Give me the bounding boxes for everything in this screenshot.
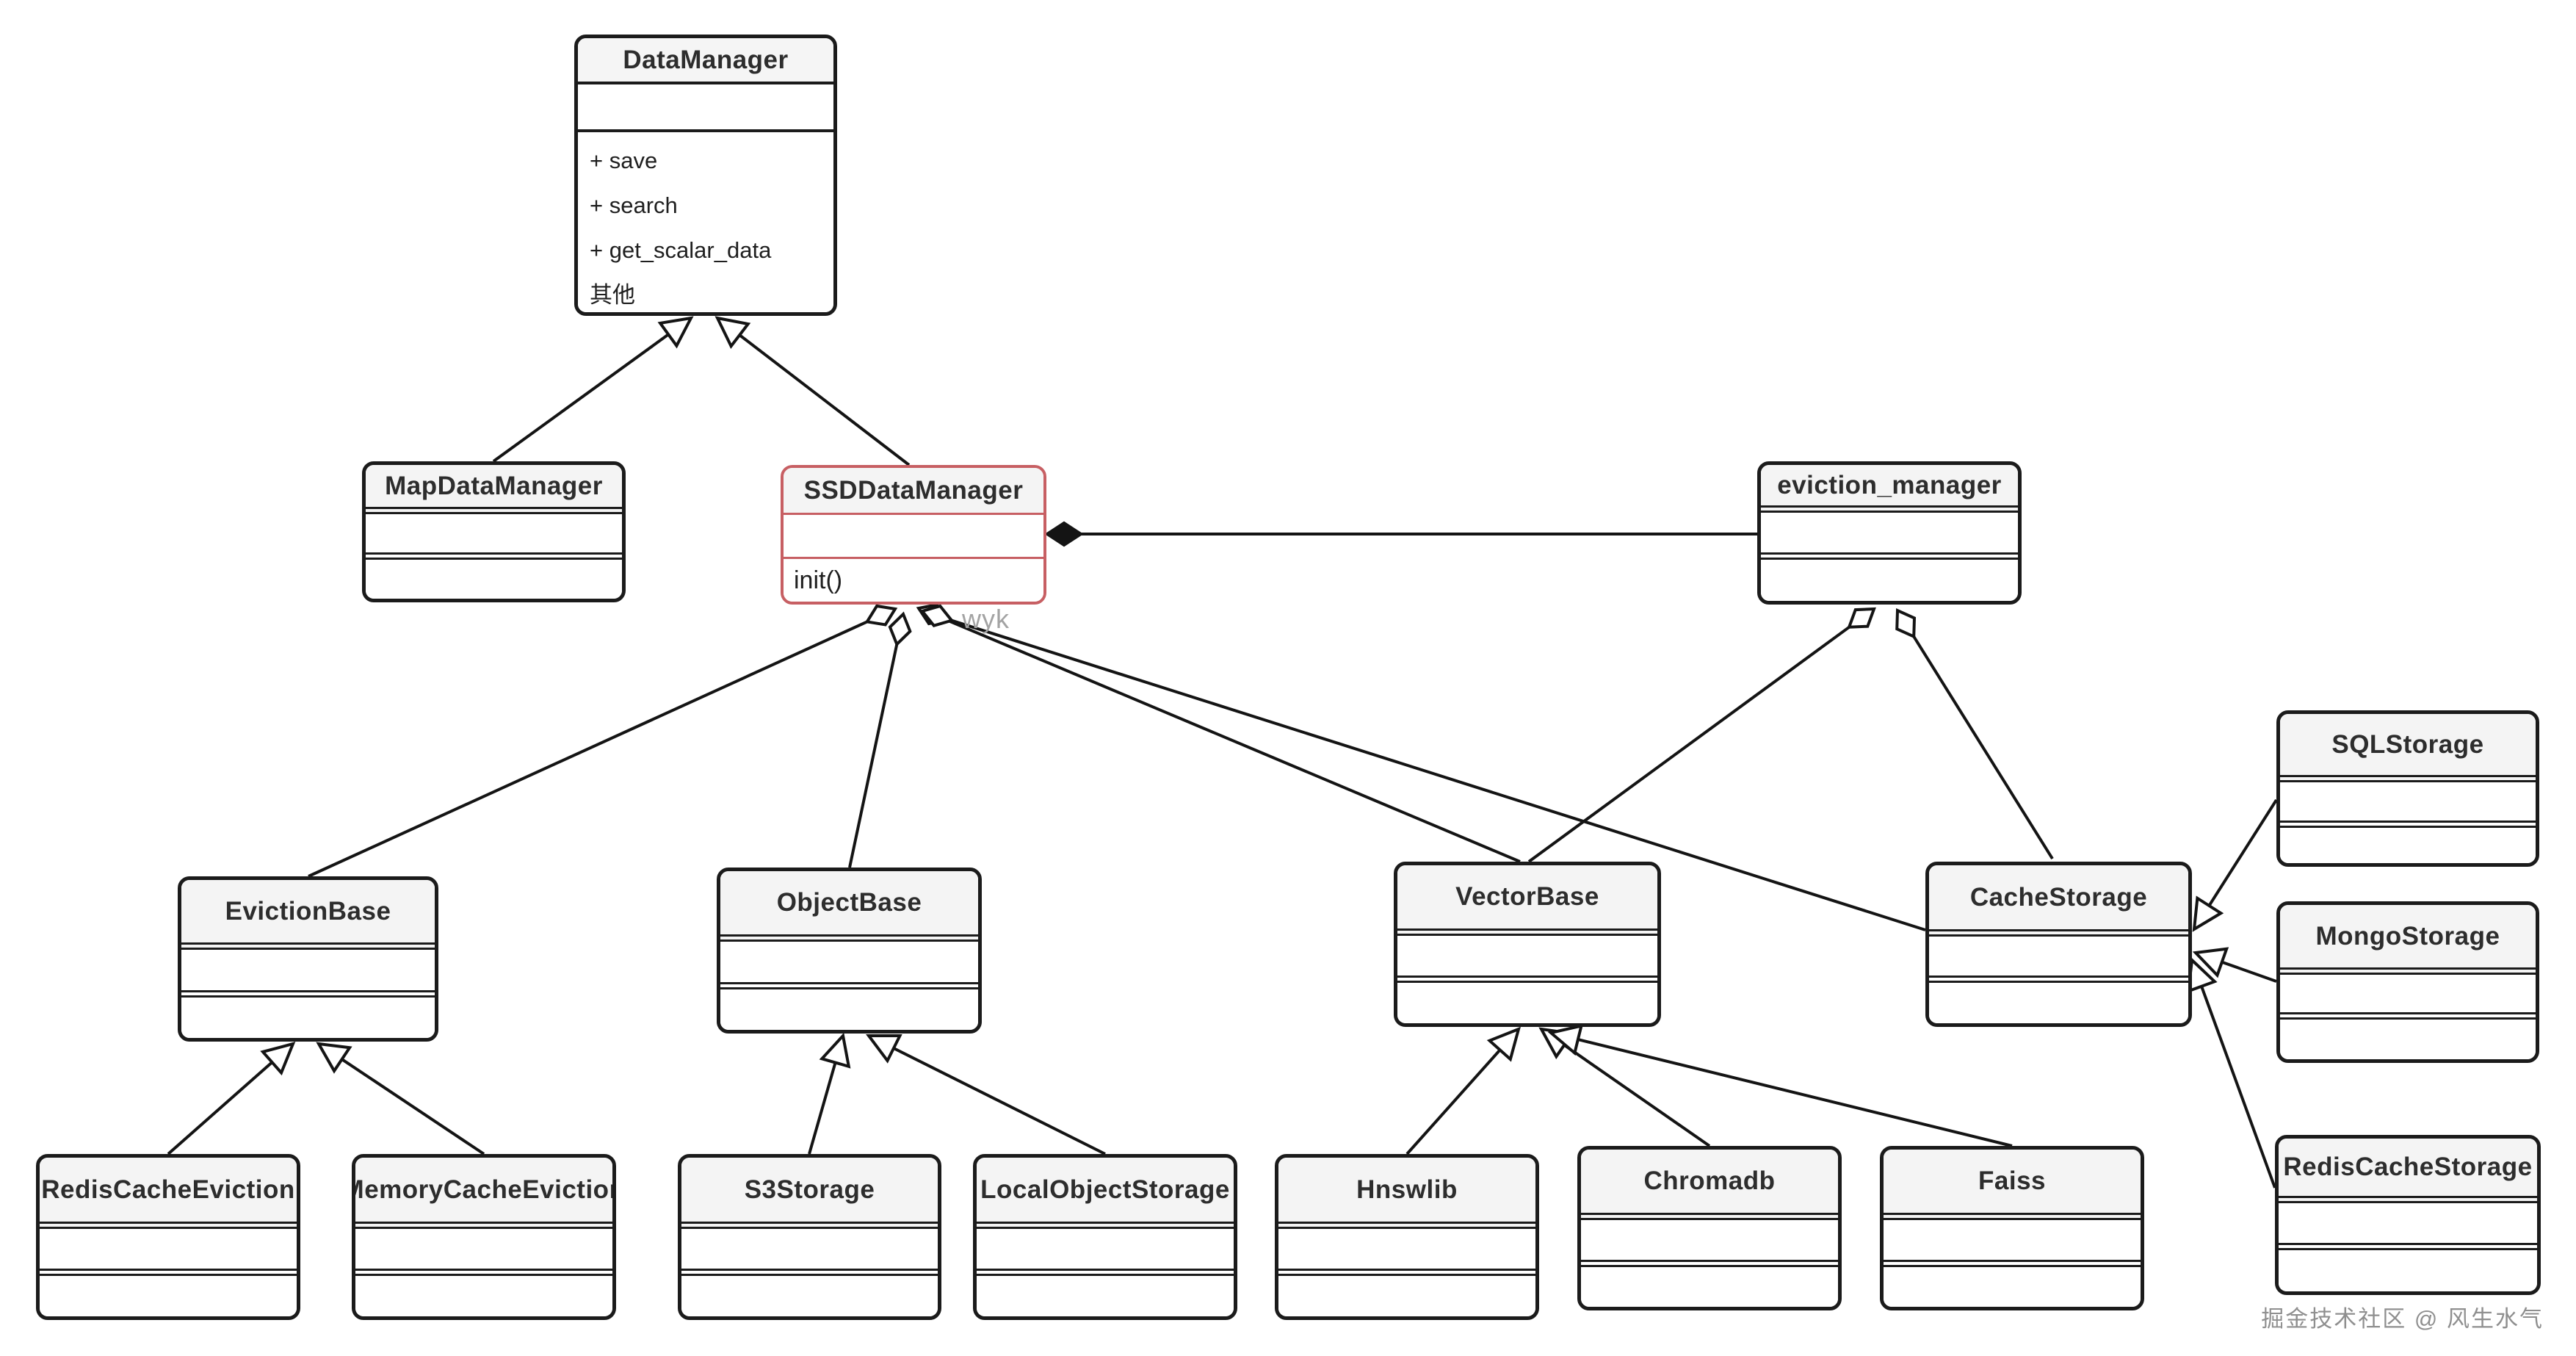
- edge-aggregation-eviction_manager-VectorBase: [1527, 607, 1876, 863]
- edge-inheritance-MongoStorage-CacheStorage: [2192, 947, 2277, 983]
- class-title: DataManager: [578, 38, 833, 84]
- edge-aggregation-SSDDataManager-EvictionBase: [308, 604, 898, 878]
- class-methods-section: [2280, 1020, 2536, 1059]
- edge-composition-eviction_manager-SSDDataManager: [1044, 521, 1757, 547]
- class-attributes-section: [366, 514, 622, 560]
- edge-inheritance-SQLStorage-CacheStorage: [2192, 798, 2278, 932]
- author-mark: wyk: [962, 604, 1010, 634]
- class-attributes-section: [2279, 1203, 2537, 1250]
- class-attributes-section: [1278, 1229, 1535, 1276]
- edge-inheritance-SSDDataManager-DataManager: [714, 316, 911, 466]
- class-methods-section: [1278, 1276, 1535, 1316]
- class-title: EvictionBase: [181, 880, 435, 950]
- edge-inheritance-Hnswlib-VectorBase: [1405, 1026, 1521, 1155]
- class-title: Chromadb: [1581, 1150, 1838, 1220]
- edge-inheritance-MapDataManager-DataManager: [492, 316, 694, 463]
- class-box-MapDataManager: MapDataManager: [362, 461, 626, 602]
- class-title: LocalObjectStorage: [977, 1158, 1234, 1229]
- edge-inheritance-LocalObjectStorage-ObjectBase: [866, 1034, 1106, 1155]
- class-methods-section: init(): [784, 559, 1043, 602]
- class-box-CacheStorage: CacheStorage: [1925, 862, 2192, 1027]
- class-attributes-section: [784, 515, 1043, 559]
- class-box-Faiss: Faiss: [1880, 1146, 2144, 1310]
- class-title: MongoStorage: [2280, 905, 2536, 975]
- class-method: + save: [590, 148, 658, 173]
- class-title: MapDataManager: [366, 465, 622, 514]
- class-title: Hnswlib: [1278, 1158, 1535, 1229]
- edge-inheritance-MemoryCacheEviction-EvictionBase: [316, 1042, 485, 1155]
- edge-inheritance-S3Storage-ObjectBase: [808, 1032, 851, 1155]
- class-title: Faiss: [1884, 1150, 2141, 1220]
- class-methods-section: [1581, 1267, 1838, 1307]
- class-box-MemoryCacheEviction: MemoryCacheEviction: [352, 1154, 616, 1320]
- class-attributes-section: [355, 1229, 612, 1276]
- edge-inheritance-RedisCacheEviction-EvictionBase: [167, 1042, 296, 1155]
- class-method: init(): [794, 566, 843, 594]
- class-attributes-section: [1581, 1220, 1838, 1267]
- class-attributes-section: [720, 942, 978, 989]
- class-title: CacheStorage: [1929, 865, 2188, 937]
- class-title: eviction_manager: [1761, 465, 2018, 513]
- class-methods-section: [2280, 828, 2536, 863]
- class-attributes-section: [40, 1229, 297, 1276]
- class-attributes-section: [1884, 1220, 2141, 1267]
- class-box-Chromadb: Chromadb: [1577, 1146, 1842, 1310]
- class-box-MongoStorage: MongoStorage: [2276, 901, 2539, 1063]
- class-title: RedisCacheEviction: [40, 1158, 297, 1229]
- class-methods-section: [1397, 983, 1657, 1023]
- class-box-SQLStorage: SQLStorage: [2276, 710, 2539, 867]
- edge-inheritance-Faiss-VectorBase: [1547, 1023, 2013, 1147]
- class-attributes-section: [977, 1229, 1234, 1276]
- class-box-eviction_manager: eviction_manager: [1757, 461, 2022, 605]
- class-attributes-section: [2280, 975, 2536, 1020]
- class-methods-section: [1761, 560, 2018, 601]
- class-title: SSDDataManager: [784, 468, 1043, 515]
- class-box-Hnswlib: Hnswlib: [1275, 1154, 1539, 1320]
- edge-aggregation-SSDDataManager-CacheStorage: [919, 604, 1926, 931]
- class-attributes-section: [1397, 936, 1657, 983]
- class-methods-section: + save + search + get_scalar_data 其他: [578, 132, 833, 312]
- class-methods-section: [681, 1276, 938, 1316]
- class-box-S3Storage: S3Storage: [678, 1154, 941, 1320]
- class-title: SQLStorage: [2280, 714, 2536, 782]
- class-method: + get_scalar_data: [590, 237, 772, 263]
- class-attributes-section: [2280, 782, 2536, 828]
- class-attributes-section: [681, 1229, 938, 1276]
- class-method: + search: [590, 192, 678, 218]
- class-method: 其他: [590, 282, 635, 308]
- class-methods-section: [977, 1276, 1234, 1316]
- class-box-SSDDataManager: SSDDataManager init(): [781, 465, 1046, 605]
- class-box-DataManager: DataManager + save + search + get_scalar_da…: [574, 35, 837, 316]
- edge-aggregation-eviction_manager-CacheStorage: [1895, 607, 2054, 860]
- class-methods-section: [720, 989, 978, 1030]
- class-attributes-section: [1929, 937, 2188, 983]
- class-box-LocalObjectStorage: LocalObjectStorage: [973, 1154, 1237, 1320]
- class-title: ObjectBase: [720, 871, 978, 942]
- class-methods-section: [1929, 983, 2188, 1023]
- class-attributes-section: [181, 950, 435, 998]
- class-box-ObjectBase: ObjectBase: [717, 868, 982, 1034]
- class-methods-section: [1884, 1267, 2141, 1307]
- class-box-RedisCacheEviction: RedisCacheEviction: [36, 1154, 300, 1320]
- class-box-EvictionBase: EvictionBase: [178, 876, 438, 1042]
- class-methods-section: [355, 1276, 612, 1316]
- class-attributes-section: [578, 84, 833, 132]
- class-methods-section: [366, 560, 622, 599]
- class-title: RedisCacheStorage: [2279, 1139, 2537, 1203]
- site-watermark: 掘金技术社区 @ 风生水气: [2261, 1306, 2544, 1332]
- edge-aggregation-SSDDataManager-ObjectBase: [848, 611, 912, 868]
- class-methods-section: [40, 1276, 297, 1316]
- class-title: VectorBase: [1397, 865, 1657, 936]
- class-title: S3Storage: [681, 1158, 938, 1229]
- class-methods-section: [2279, 1250, 2537, 1291]
- class-box-RedisCacheStorage: RedisCacheStorage: [2275, 1135, 2541, 1295]
- class-title: MemoryCacheEviction: [355, 1158, 612, 1229]
- class-methods-section: [181, 998, 435, 1038]
- class-box-VectorBase: VectorBase: [1394, 862, 1661, 1027]
- class-attributes-section: [1761, 513, 2018, 560]
